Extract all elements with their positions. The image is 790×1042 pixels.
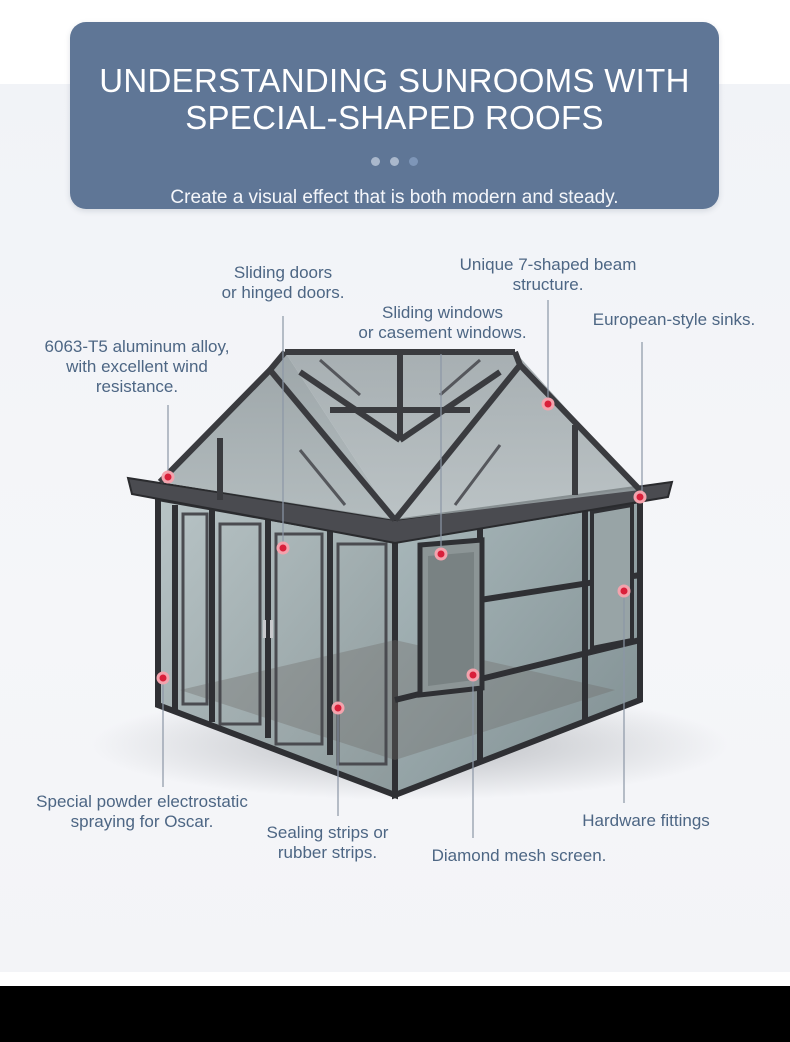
marker-sinks	[633, 490, 647, 504]
marker-mesh	[466, 668, 480, 682]
footer-band	[0, 986, 790, 1042]
callout-sinks: European-style sinks.	[592, 310, 756, 329]
marker-alloy	[161, 470, 175, 484]
hero-banner: UNDERSTANDING SUNROOMS WITH SPECIAL-SHAP…	[70, 22, 719, 209]
callout-sliding-windows: Sliding windows or casement windows.	[358, 303, 527, 342]
marker-powder	[156, 671, 170, 685]
dot-3	[409, 157, 418, 166]
callout-hardware: Hardware fittings	[582, 811, 710, 830]
roof-frame	[157, 349, 643, 522]
callout-alloy: 6063-T5 aluminum alloy, with excellent w…	[44, 337, 230, 396]
marker-sliding-doors	[276, 541, 290, 555]
door-handle	[263, 620, 266, 638]
side-panel	[590, 502, 634, 651]
callout-mesh: Diamond mesh screen.	[431, 846, 607, 865]
dot-1	[371, 157, 380, 166]
dot-2	[390, 157, 399, 166]
marker-sliding-windows	[434, 547, 448, 561]
marker-beam	[541, 397, 555, 411]
left-mullions	[172, 505, 333, 755]
carousel-dots	[70, 153, 719, 166]
leader-lines	[162, 300, 643, 838]
callout-sealing: Sealing strips or rubber strips.	[266, 823, 389, 862]
marker-dots	[156, 397, 647, 715]
page-title: UNDERSTANDING SUNROOMS WITH SPECIAL-SHAP…	[99, 62, 690, 136]
callout-powder: Special powder electrostatic spraying fo…	[36, 792, 248, 831]
callout-beam: Unique 7-shaped beam structure.	[459, 255, 637, 294]
hero-subtitle: Create a visual effect that is both mode…	[170, 187, 619, 208]
marker-sealing	[331, 701, 345, 715]
callout-sliding-doors: Sliding doors or hinged doors.	[221, 263, 345, 302]
marker-hardware	[617, 584, 631, 598]
